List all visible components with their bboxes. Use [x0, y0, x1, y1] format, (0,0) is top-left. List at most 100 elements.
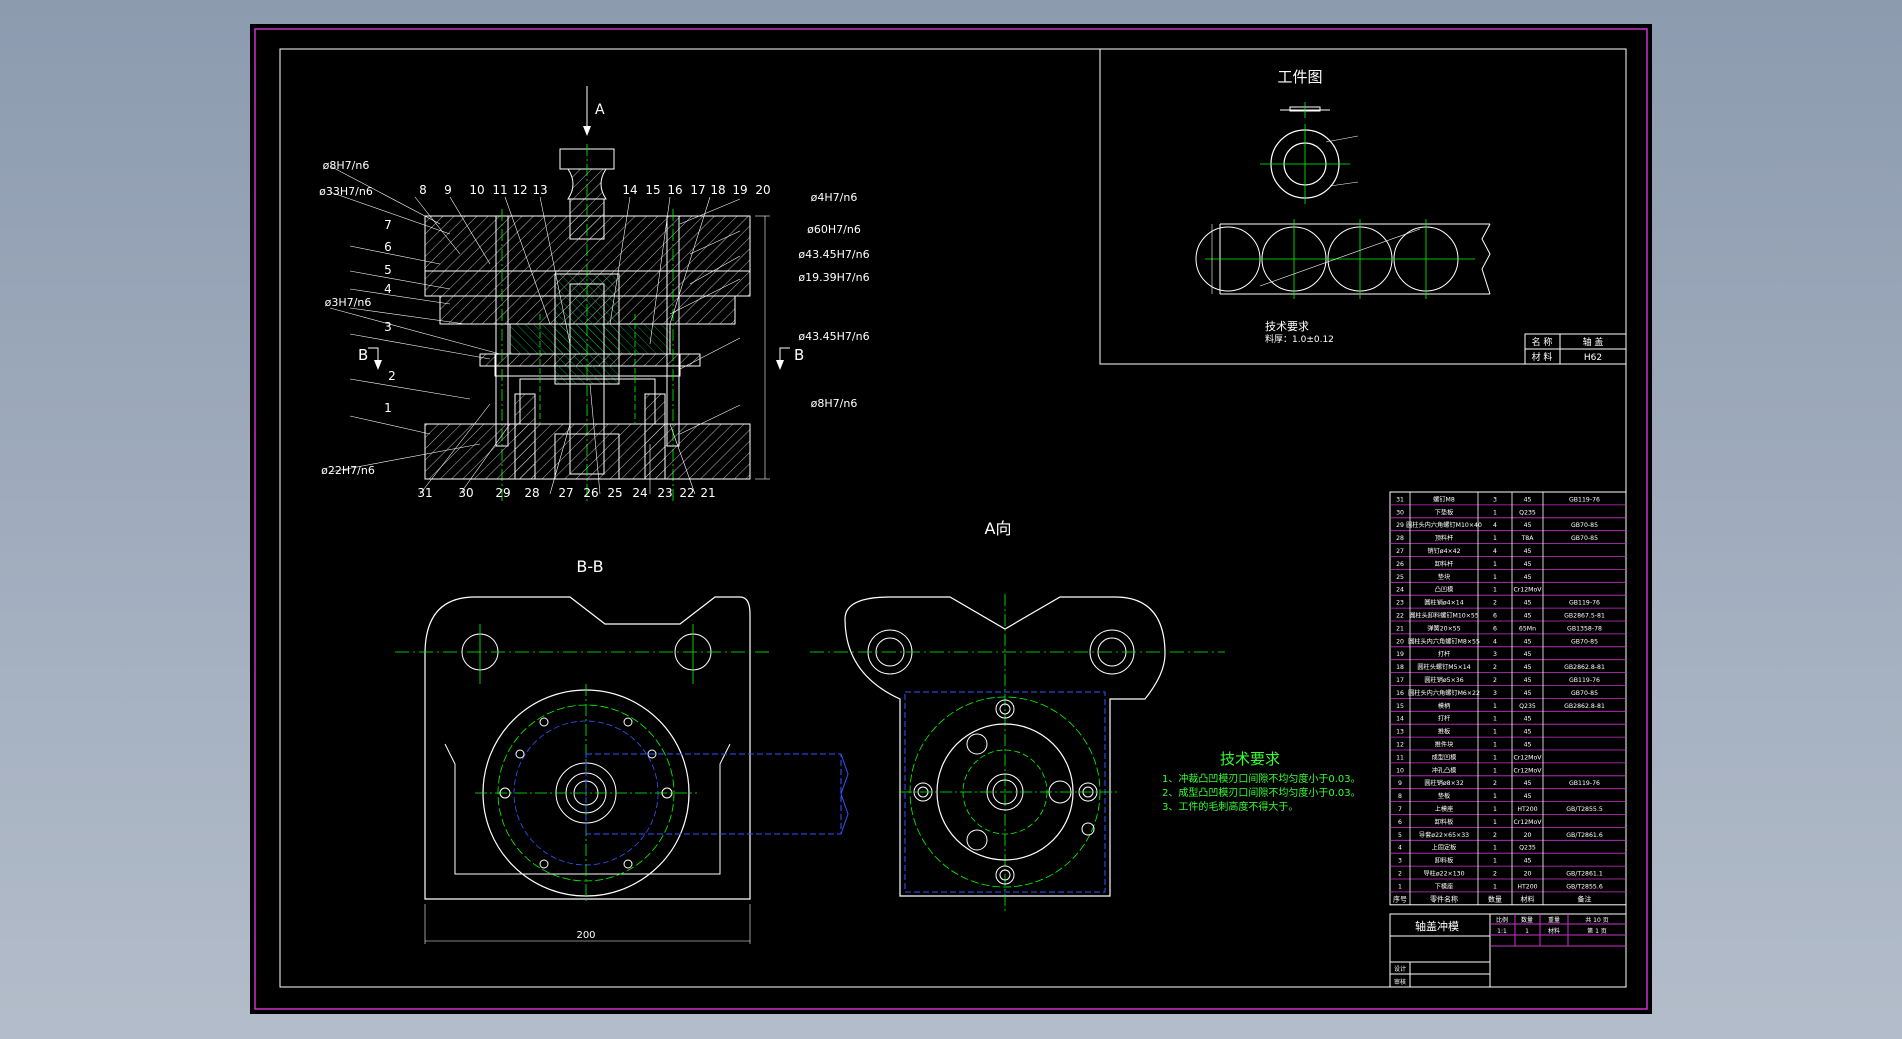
bom-cell: HT200: [1517, 806, 1537, 813]
bom-cell: 打杆: [1438, 650, 1450, 658]
bom-cell: 45: [1524, 664, 1532, 671]
bom-cell: 24: [1396, 587, 1404, 594]
bom-header-cell: 零件名称: [1430, 894, 1458, 903]
bom-cell: T8A: [1521, 535, 1535, 542]
workpiece-panel: 工件图 技术要求 料厚：1.0±0.12 名 称 轴 盖 材: [1099, 49, 1627, 365]
title-block: 轴盖冲模 比例 1:1 数量 1 重量 材料 共 10 页 第 1 页 设计 审…: [1389, 913, 1627, 988]
bom-cell: 1: [1493, 703, 1497, 710]
tech-requirements: 技术要求 1、冲裁凸凹模刃口间隙不均匀度小于0.03。 2、成型凸凹模刃口间隙不…: [1162, 750, 1361, 813]
balloon: 25: [607, 486, 622, 500]
bom-cell: 1: [1493, 806, 1497, 813]
bom-cell: 31: [1396, 496, 1404, 503]
workpiece-tech-title: 技术要求: [1265, 320, 1309, 333]
balloon: 11: [492, 183, 507, 197]
bom-cell: 螺钉M8: [1433, 495, 1455, 503]
bom-cell: 上固定板: [1432, 844, 1457, 852]
bom-cell: 45: [1524, 716, 1532, 723]
bom-cell: 6: [1493, 613, 1497, 620]
wp-material-label: 材 料: [1532, 351, 1553, 363]
section-bb-view: B-B 200: [395, 557, 849, 944]
fit-label: ø3H7/n6: [325, 296, 372, 309]
balloon: 8: [419, 183, 427, 197]
bom-cell: 1: [1493, 767, 1497, 774]
wp-material-value: H62: [1584, 353, 1602, 363]
bom-cell: GB1358-78: [1567, 625, 1602, 632]
bom-cell: 10: [1396, 767, 1404, 774]
bom-cell: 45: [1524, 793, 1532, 800]
bom-cell: 13: [1396, 729, 1404, 736]
section-b-left: B: [358, 346, 368, 364]
balloon: 4: [384, 282, 392, 296]
balloon: 17: [690, 183, 705, 197]
bom-cell: 垫块: [1438, 573, 1450, 581]
main-section-view: A B: [329, 86, 804, 504]
bom-cell: 20: [1524, 832, 1532, 839]
bom-cell: 卸料板: [1435, 857, 1454, 865]
balloon: 24: [632, 486, 647, 500]
fit-label: ø8H7/n6: [811, 397, 858, 410]
bom-cell: 22: [1396, 613, 1404, 620]
bom-cell: 20: [1396, 638, 1404, 645]
bom-cell: 45: [1524, 651, 1532, 658]
bom-cell: 卸料板: [1435, 818, 1454, 826]
title-name: 轴盖冲模: [1415, 919, 1459, 933]
bom-cell: 45: [1524, 858, 1532, 865]
bom-cell: 18: [1396, 664, 1404, 671]
balloon: 12: [512, 183, 527, 197]
total-pages: 共 10 页: [1585, 916, 1608, 924]
bom-cell: 圆柱销ø5×36: [1424, 676, 1463, 684]
section-b-right: B: [794, 346, 804, 364]
bom-cell: 8: [1398, 793, 1402, 800]
balloon: 31: [417, 486, 432, 500]
bom-cell: 圆柱头内六角螺钉M6×22: [1408, 689, 1480, 697]
bom-cell: Q235: [1519, 509, 1536, 516]
bom-header-cell: 序号: [1393, 894, 1407, 903]
bom-cell: 销钉ø4×42: [1427, 547, 1460, 555]
balloon: 20: [755, 183, 770, 197]
bom-cell: 下垫板: [1435, 508, 1454, 516]
bom-cell: 顶料杆: [1435, 534, 1454, 542]
balloon: 19: [732, 183, 747, 197]
bom-cell: 1: [1493, 509, 1497, 516]
bom-cell: 2: [1493, 780, 1497, 787]
balloon: 22: [679, 486, 694, 500]
bom-cell: 卸料杆: [1435, 560, 1454, 568]
bom-header-cell: 数量: [1488, 894, 1502, 903]
bom-cell: GB119-76: [1569, 496, 1600, 503]
bom-cell: 圆柱头螺钉M5×14: [1417, 663, 1470, 671]
bom-cell: 45: [1524, 780, 1532, 787]
balloon: 27: [558, 486, 573, 500]
balloon: 16: [667, 183, 682, 197]
checker-label: 审核: [1394, 978, 1406, 986]
bom-cell: 打杆: [1438, 715, 1450, 723]
bom-cell: Cr12MoV: [1513, 754, 1542, 761]
workpiece-title: 工件图: [1277, 68, 1322, 86]
bom-cell: GB/T2861.1: [1566, 871, 1603, 878]
bom-cell: GB/T2855.6: [1566, 883, 1603, 890]
qty-label: 数量: [1521, 916, 1533, 924]
bom-cell: 23: [1396, 600, 1404, 607]
bom-cell: 圆柱销ø8×32: [1424, 779, 1463, 787]
fit-annotations: ø8H7/n6 ø33H7/n6 ø3H7/n6 ø22H7/n6 ø4H7/n…: [319, 159, 869, 477]
balloon: 28: [524, 486, 539, 500]
part-balloons-top: 8 9 10 11 12 13 14 15 16 17 18 19 20: [419, 183, 770, 197]
bom-cell: 推板: [1438, 728, 1450, 736]
lower-die-seat: [424, 423, 751, 480]
fit-label: ø43.45H7/n6: [798, 248, 869, 261]
fit-label: ø4H7/n6: [811, 191, 858, 204]
bom-cell: 65Mn: [1519, 625, 1536, 632]
cad-drawing: 工件图 技术要求 料厚：1.0±0.12 名 称 轴 盖 材: [254, 28, 1648, 1010]
bom-cell: 1: [1493, 883, 1497, 890]
designer-label: 设计: [1394, 965, 1406, 973]
page-number: 第 1 页: [1587, 927, 1607, 935]
bom-cell: GB2862.8-81: [1564, 664, 1605, 671]
bom-cell: GB2862.8-81: [1564, 703, 1605, 710]
bom-cell: 30: [1396, 509, 1404, 516]
bom-cell: 25: [1396, 574, 1404, 581]
bom-cell: 上模座: [1435, 805, 1454, 813]
tech-req-line: 2、成型凸凹模刃口间隙不均匀度小于0.03。: [1162, 786, 1361, 799]
bom-cell: 1: [1398, 883, 1402, 890]
bom-cell: 下模座: [1435, 882, 1454, 890]
bom-cell: 4: [1493, 548, 1497, 555]
bom-cell: 28: [1396, 535, 1404, 542]
